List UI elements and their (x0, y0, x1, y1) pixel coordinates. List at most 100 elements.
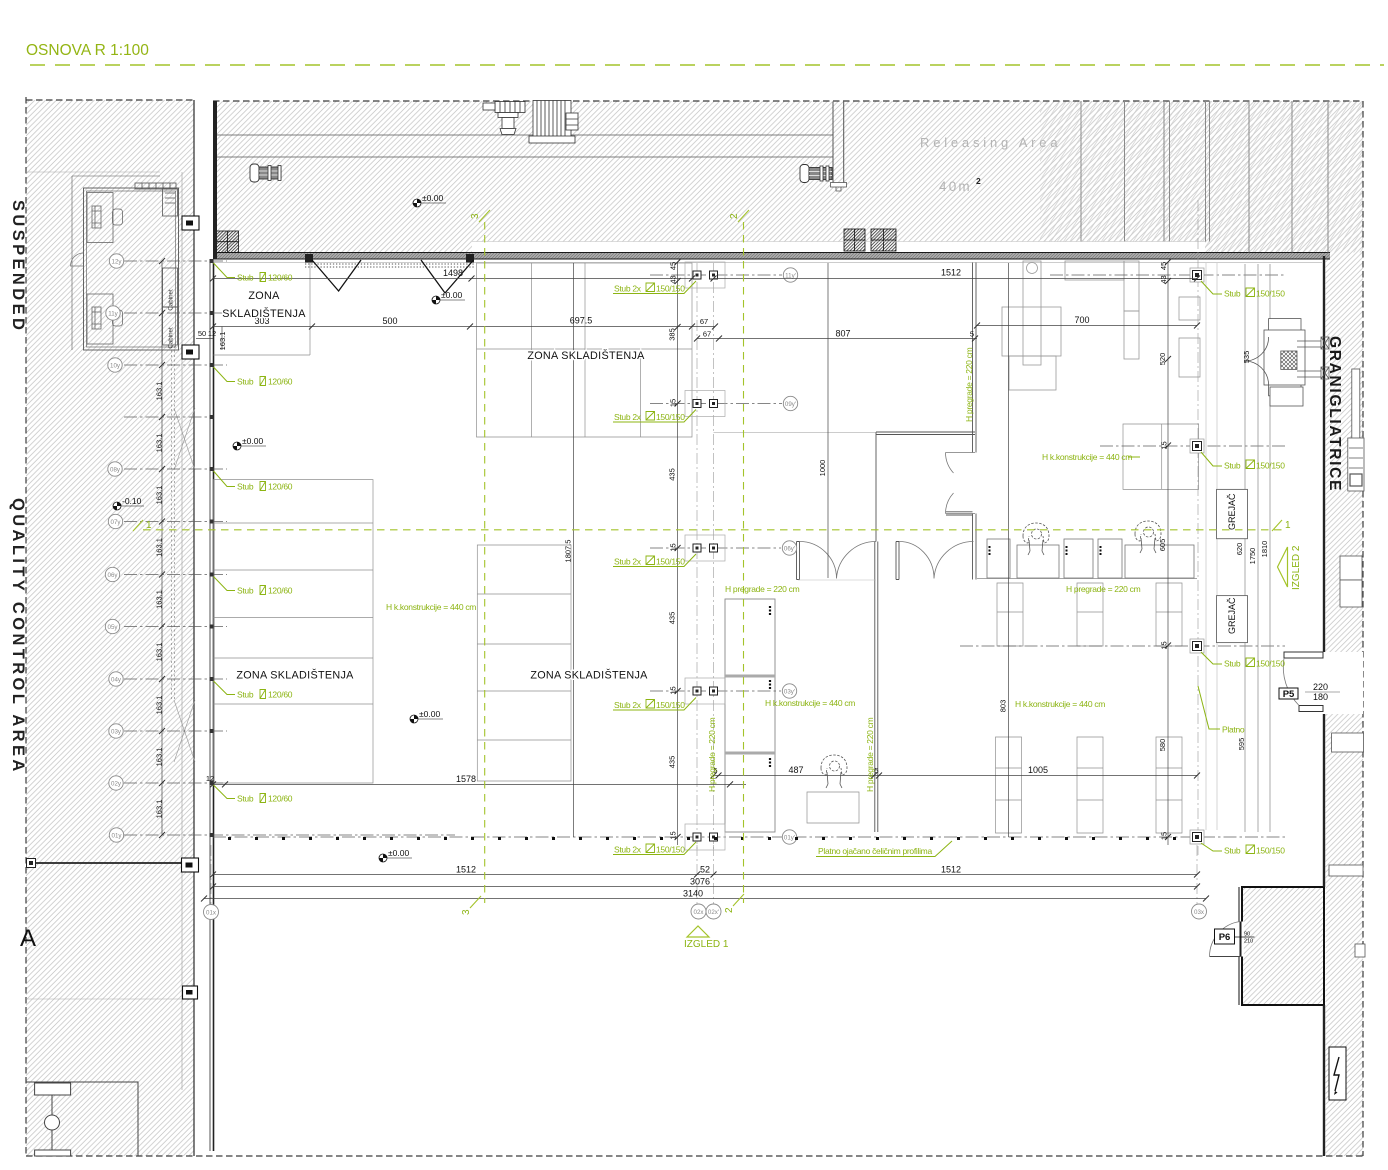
svg-text:11y: 11y (108, 310, 118, 317)
grejac-1: GREJAČ (1216, 488, 1248, 540)
dim-lines (161, 261, 1206, 899)
p5-leaf-top (1283, 651, 1324, 659)
p5-leaf-bottom (1298, 705, 1324, 712)
svg-text:150/150: 150/150 (1256, 659, 1285, 669)
zona-mid: ZONA SKLADIŠTENJA (530, 669, 648, 682)
utility-box-end-core (29, 861, 33, 865)
dim-12a: 12 (208, 329, 216, 338)
quality-control-label: QUALITY CONTROL AREA (9, 498, 27, 775)
dim-1578: 1578 (456, 774, 476, 784)
column-pairs (684, 261, 726, 851)
grid-bubble: 01y (108, 827, 125, 843)
p6-tag: P6 (1219, 932, 1231, 943)
svg-text:Stub: Stub (1224, 846, 1241, 856)
grid-lines-column-pairs (696, 263, 714, 850)
h-pregrade-1: H pregrade = 220 cm (725, 584, 800, 594)
corner-footing-blocks (216, 228, 897, 253)
dim-487: 487 (788, 765, 803, 775)
zone-labels: ZONA SKLADIŠTENJA ZONA SKLADIŠTENJA ZONA… (221, 289, 650, 684)
top-band-hatch-2 (1040, 101, 1363, 253)
svg-text:Stub 2x: Stub 2x (614, 700, 642, 710)
east-line-1 (1205, 263, 1218, 830)
svg-text:150/150: 150/150 (656, 700, 685, 710)
cabinet-label-1: Cabinet (168, 289, 175, 311)
band-faint-lines (26, 171, 182, 1000)
izgled-1-marker: IZGLED 1 (684, 925, 729, 950)
grid-bubble: 11y (105, 305, 121, 321)
dim-163-2: 163.1 (155, 434, 164, 453)
grejac-label: GREJAČ (1227, 493, 1237, 530)
dim-163-1: 163.1 (155, 382, 164, 401)
svg-text:Stub: Stub (237, 586, 254, 596)
svg-text:02x': 02x' (708, 909, 719, 916)
door-post-1 (305, 254, 313, 263)
zona-left: ZONA SKLADIŠTENJA (236, 669, 354, 682)
grid-bubble: 10y (107, 357, 123, 373)
izgled-1-label: IZGLED 1 (684, 939, 729, 950)
dim-697: 697.5 (570, 316, 593, 326)
east-band-items (1328, 555, 1366, 958)
p6-dim-bottom: 210 (1244, 939, 1253, 945)
dimensions: 1498 1512 303 500 697.5 67 67 807 5 700 … (155, 257, 1269, 902)
level-marker: ±0.00 (409, 709, 443, 724)
svg-text:±0.00: ±0.00 (419, 709, 440, 719)
dim-1498: 1498 (443, 268, 463, 278)
svg-text:02x: 02x (694, 909, 705, 916)
dim-67b: 67 (703, 330, 711, 339)
releasing-area-label: Releasing Area (920, 135, 1061, 150)
section-2-slash-top (737, 209, 750, 223)
svg-text:10y: 10y (110, 362, 121, 369)
grid-bubble: 06y' (781, 540, 798, 556)
grid-bubble: 06y (104, 566, 121, 583)
svg-text:Stub: Stub (237, 273, 254, 283)
svg-text:150/150: 150/150 (1256, 846, 1285, 856)
section-1-slash-left (132, 519, 144, 532)
p5-dim-1: 220 (1313, 682, 1328, 692)
desk-row (986, 538, 1195, 579)
svg-text:Stub: Stub (1224, 461, 1241, 471)
dim-1000: 1000 (818, 460, 827, 477)
drawing-boundary (25, 97, 1364, 1157)
svg-text:03y: 03y (111, 728, 122, 735)
svg-text:120/60: 120/60 (268, 794, 293, 804)
dim-15e: 15 (1160, 441, 1169, 449)
platno-steel-posts (228, 837, 1176, 840)
platno-full-label: Platno ojačano čeličnim profilima (816, 840, 953, 857)
dim-1807: 1807.5 (564, 540, 573, 563)
section-1-slash-right (1271, 519, 1283, 532)
svg-text:120/60: 120/60 (268, 690, 293, 700)
grid-bubble: 12y (108, 253, 125, 269)
grejac-label: GREJAČ (1227, 597, 1237, 634)
dim-3140: 3140 (683, 889, 703, 899)
grid-bubble: 04y (108, 671, 124, 687)
double-door-1 (799, 541, 877, 579)
svg-text:120/60: 120/60 (268, 377, 293, 387)
svg-text:Stub 2x: Stub 2x (614, 284, 642, 294)
equipment-room (1001, 260, 1140, 391)
door-p5: P5 220 180 (1278, 651, 1363, 714)
section-3-label-top: 3 (470, 213, 481, 219)
h-pregrade-2: H pregrade = 220 cm (1066, 584, 1141, 594)
dim-50: 50 (198, 329, 206, 338)
dim-1750: 1750 (1248, 548, 1257, 565)
svg-text:±0.00: ±0.00 (242, 436, 263, 446)
granigliatrice-label: GRANIGLIATRICE (1326, 336, 1343, 492)
room-top-wall (875, 431, 975, 542)
svg-text:04y: 04y (111, 676, 122, 683)
dim-15f: 15 (1160, 641, 1169, 649)
h-konstr-4: H k.konstrukcije = 440 cm (1042, 452, 1132, 462)
bottom-right-block (1241, 886, 1325, 1006)
dim-45a: 45 (669, 262, 678, 270)
svg-text:Platno ojačano čeličnim profil: Platno ojačano čeličnim profilima (818, 846, 932, 856)
svg-text:150/150: 150/150 (656, 557, 685, 567)
top-band-white-strip (472, 241, 1205, 253)
